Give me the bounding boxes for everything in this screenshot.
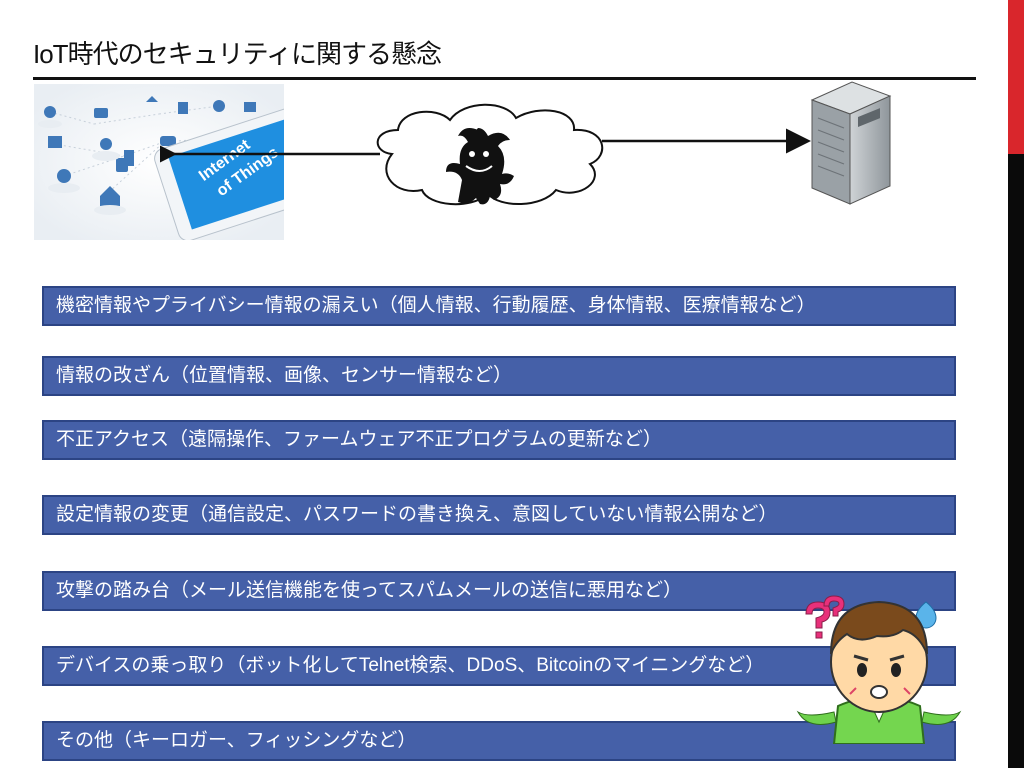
question-marks-icon <box>805 595 845 639</box>
sweat-drop-icon <box>915 601 937 629</box>
concern-item-2: 情報の改ざん（位置情報、画像、センサー情報など） <box>42 356 956 396</box>
threat-diagram <box>160 103 811 206</box>
concern-item-1: 機密情報やプライバシー情報の漏えい（個人情報、行動履歴、身体情報、医療情報など） <box>42 286 956 326</box>
concern-item-7: その他（キーロガー、フィッシングなど） <box>42 721 956 761</box>
concern-item-5: 攻撃の踏み台（メール送信機能を使ってスパムメールの送信に悪用など） <box>42 571 956 611</box>
server-icon <box>810 81 892 205</box>
edge-accent-red <box>1008 0 1024 154</box>
concern-item-3: 不正アクセス（遠隔操作、ファームウェア不正プログラムの更新など） <box>42 420 956 460</box>
title: IoT時代のセキュリティに関する懸念 <box>33 39 442 69</box>
monster-icon <box>446 128 514 205</box>
concern-item-6: デバイスの乗っ取り（ボット化してTelnet検索、DDoS、Bitcoinのマイ… <box>42 646 956 686</box>
edge-accent-black <box>1008 154 1024 768</box>
title-underline <box>33 77 976 80</box>
confused-person-icon <box>796 595 962 744</box>
concern-item-4: 設定情報の変更（通信設定、パスワードの書き換え、意図していない情報公開など） <box>42 495 956 535</box>
iot-devices-illustration: Internet of Things <box>34 84 284 240</box>
